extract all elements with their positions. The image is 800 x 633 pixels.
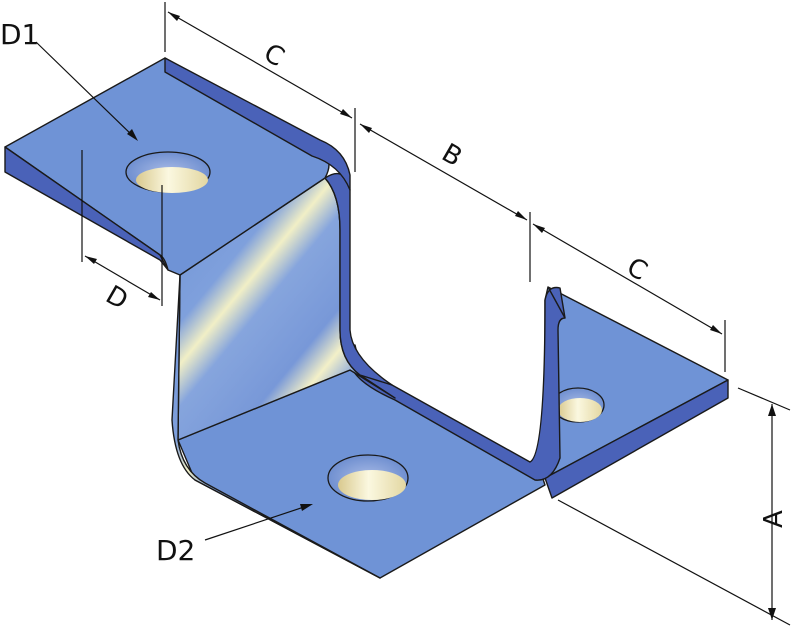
leader-d2: D2 <box>156 504 313 567</box>
right-flange-hole <box>551 387 605 423</box>
dimension-d: D <box>81 150 163 316</box>
label-a: A <box>759 510 789 528</box>
label-d1: D1 <box>0 18 39 51</box>
top-flange-hole <box>125 151 211 193</box>
leader-d1: D1 <box>0 18 138 141</box>
label-b: B <box>437 138 467 173</box>
label-c-right: C <box>622 252 653 287</box>
bottom-flange-hole <box>327 454 409 502</box>
right-flange <box>544 286 729 499</box>
dimension-b: B <box>359 123 531 282</box>
label-c-top: C <box>259 38 290 73</box>
second-wall <box>349 286 566 481</box>
dimension-a: A <box>557 387 791 626</box>
label-d2: D2 <box>156 534 195 567</box>
label-d: D <box>101 280 133 316</box>
top-flange <box>4 57 351 276</box>
